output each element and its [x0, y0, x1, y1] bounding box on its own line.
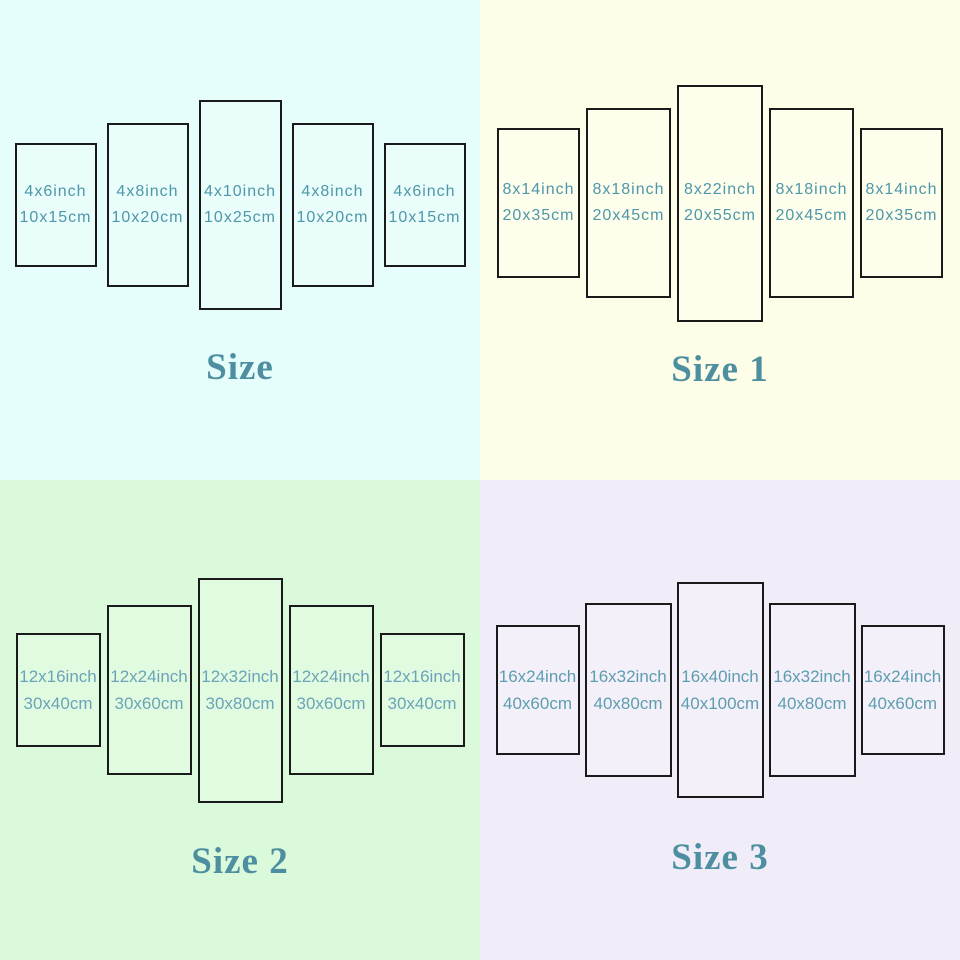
panel-size-inch: 12x16inch [383, 667, 461, 686]
panel-size-cm: 10x15cm [19, 209, 92, 226]
panel: 4x8inch 10x20cm [106, 123, 189, 287]
quadrant-title: Size [206, 347, 274, 388]
panel-size-cm: 40x60cm [503, 694, 572, 713]
quadrant-size-2: 12x16inch 30x40cm 12x24inch 30x60cm 12x3… [0, 480, 480, 960]
panel-size-cm: 30x60cm [114, 694, 184, 713]
panel-size-inch: 4x6inch [393, 183, 456, 200]
panel-size-cm: 40x100cm [680, 694, 760, 713]
panel-size-inch: 4x8inch [301, 183, 364, 200]
quadrant-size-3: 16x24inch 40x60cm 16x32inch 40x80cm 16x4… [480, 480, 960, 960]
panel-group: 8x14inch 20x35cm 8x18inch 20x45cm 8x22in… [480, 0, 960, 406]
panel-size-inch: 12x24inch [292, 667, 370, 686]
panel: 4x6inch 10x15cm [383, 143, 466, 267]
panel-size-inch: 8x18inch [592, 181, 665, 198]
panel: 4x8inch 10x20cm [291, 123, 374, 287]
panel-size-inch: 16x32inch [589, 667, 667, 686]
panel-size-inch: 16x40inch [681, 667, 759, 686]
panel-size-cm: 20x35cm [865, 207, 938, 224]
panel-size-cm: 10x15cm [388, 209, 461, 226]
panel: 12x32inch 30x80cm [197, 577, 283, 803]
quadrant-title: Size 3 [671, 837, 769, 878]
panel-size-cm: 40x80cm [777, 694, 847, 713]
quadrant-size-1: 8x14inch 20x35cm 8x18inch 20x45cm 8x22in… [480, 0, 960, 480]
panel-size-cm: 10x25cm [204, 209, 276, 226]
panel-size-inch: 8x18inch [775, 181, 848, 198]
panel-size-inch: 4x10inch [203, 183, 277, 200]
panel: 8x14inch 20x35cm [497, 128, 580, 278]
panel-size-inch: 12x32inch [201, 667, 279, 686]
panel: 16x32inch 40x80cm [768, 603, 856, 777]
panel-group: 12x16inch 30x40cm 12x24inch 30x60cm 12x3… [0, 480, 480, 900]
panel-size-inch: 12x16inch [19, 667, 97, 686]
panel: 16x32inch 40x80cm [584, 603, 672, 777]
panel: 16x24inch 40x60cm [860, 625, 945, 755]
panel-size-inch: 16x24inch [498, 667, 577, 686]
panel: 12x16inch 30x40cm [379, 633, 465, 747]
panel: 8x18inch 20x45cm [769, 108, 854, 298]
panel-size-inch: 16x32inch [773, 667, 851, 686]
panel: 12x16inch 30x40cm [15, 633, 101, 747]
panel-size-cm: 40x60cm [868, 694, 937, 713]
panel: 4x6inch 10x15cm [14, 143, 97, 267]
panel-size-inch: 16x24inch [863, 667, 942, 686]
panel-size-cm: 30x80cm [205, 694, 275, 713]
panel-size-inch: 12x24inch [110, 667, 188, 686]
panel-size-cm: 10x20cm [296, 209, 369, 226]
panel: 8x14inch 20x35cm [860, 128, 943, 278]
quadrant-title: Size 2 [191, 841, 289, 882]
panel-size-cm: 20x35cm [502, 207, 575, 224]
panel-size-inch: 4x8inch [116, 183, 179, 200]
panel-size-inch: 8x22inch [683, 181, 757, 198]
panel-size-cm: 30x40cm [23, 694, 93, 713]
panel: 8x22inch 20x55cm [677, 84, 763, 322]
panel-group: 4x6inch 10x15cm 4x8inch 10x20cm 4x10inch… [0, 0, 480, 410]
panel-size-cm: 20x45cm [592, 207, 665, 224]
panel-size-cm: 30x60cm [296, 694, 366, 713]
quadrant-title: Size 1 [671, 349, 769, 390]
quadrant-size: 4x6inch 10x15cm 4x8inch 10x20cm 4x10inch… [0, 0, 480, 480]
panel-size-cm: 40x80cm [593, 694, 663, 713]
panel: 12x24inch 30x60cm [106, 605, 192, 775]
panel-size-cm: 20x45cm [775, 207, 848, 224]
panel-size-inch: 8x14inch [502, 181, 575, 198]
panel-size-cm: 10x20cm [111, 209, 184, 226]
panel-size-inch: 8x14inch [865, 181, 938, 198]
panel-size-inch: 4x6inch [24, 183, 87, 200]
panel: 16x24inch 40x60cm [495, 625, 580, 755]
panel: 12x24inch 30x60cm [288, 605, 374, 775]
panel-group: 16x24inch 40x60cm 16x32inch 40x80cm 16x4… [480, 480, 960, 900]
panel: 16x40inch 40x100cm [676, 582, 764, 798]
panel-size-cm: 20x55cm [684, 207, 756, 224]
panel: 4x10inch 10x25cm [198, 100, 282, 310]
panel-size-cm: 30x40cm [387, 694, 457, 713]
panel: 8x18inch 20x45cm [586, 108, 671, 298]
